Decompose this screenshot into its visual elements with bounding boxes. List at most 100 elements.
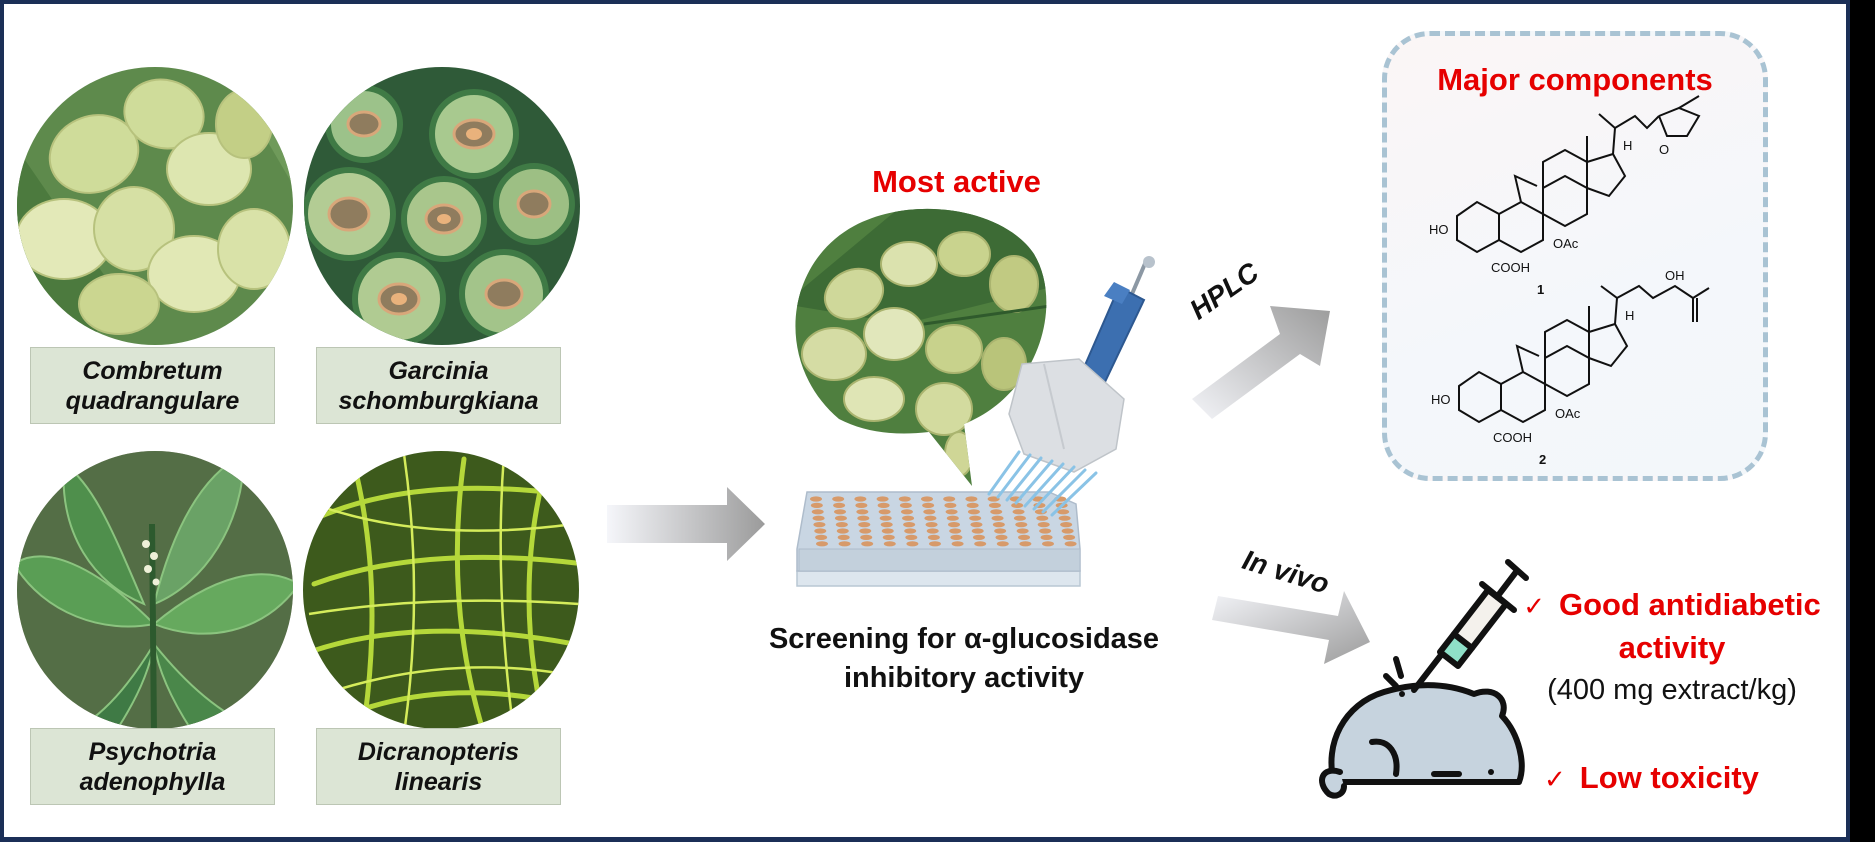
plate-well	[967, 509, 980, 515]
plate-well	[834, 515, 847, 521]
plate-well	[816, 541, 828, 547]
plate-well	[900, 509, 913, 515]
species-name-line2: schomburgkiana	[338, 386, 539, 415]
species-label-garcinia: Garcinia schomburgkiana	[316, 347, 561, 424]
plate-well	[1040, 534, 1053, 541]
compound-1-structure	[1456, 95, 1701, 254]
species-label-dicranopteris: Dicranopteris linearis	[316, 728, 561, 805]
plate-well	[921, 496, 933, 502]
screening-caption-line1: Screening for α-glucosidase	[768, 623, 1160, 655]
compound-2-label-h: H	[1625, 308, 1634, 323]
compound-2-structure	[1458, 284, 1710, 424]
diagram-graphics	[607, 208, 1529, 799]
plate-well	[859, 528, 872, 534]
species-name-line2: quadrangulare	[65, 386, 240, 415]
plate-well	[836, 528, 849, 534]
species-name-line1: Garcinia	[388, 356, 489, 385]
plate-well	[948, 522, 960, 528]
screening-caption: Screening for α-glucosidase inhibitory a…	[704, 620, 1224, 698]
plate-well	[906, 541, 919, 547]
plate-well	[950, 534, 963, 541]
plate-well	[881, 528, 894, 534]
compound-2-number: 2	[1539, 452, 1546, 467]
plate-well	[944, 502, 957, 508]
plate-well	[833, 502, 846, 508]
species-name-line1: Dicranopteris	[357, 737, 520, 766]
plate-well	[1015, 522, 1028, 528]
pipette-tip	[1041, 468, 1087, 514]
plate-well	[990, 509, 1003, 515]
pipette-tip	[996, 453, 1032, 499]
plate-well	[987, 496, 1000, 502]
plate-well	[904, 528, 917, 534]
plate-well	[927, 534, 940, 541]
plate-well	[966, 502, 979, 508]
pipette-tips	[987, 450, 1098, 517]
outcome-antidiabetic-line1: Good antidiabetic	[1559, 587, 1821, 622]
plate-well	[988, 502, 1001, 508]
plate-well	[1063, 534, 1076, 541]
plate-well	[856, 509, 869, 515]
plate-well	[876, 496, 889, 502]
plate-well	[949, 528, 962, 534]
plate-well	[882, 534, 895, 541]
plate-well	[969, 515, 982, 521]
pipette-tip	[1005, 456, 1043, 502]
compound-2-label-cooh: COOH	[1493, 430, 1532, 445]
compound-2-label-ho: HO	[1431, 392, 1451, 407]
plate-well	[813, 522, 826, 528]
plate-well	[970, 522, 983, 528]
plate-well	[951, 541, 964, 547]
plate-well	[1058, 515, 1071, 521]
outcome-antidiabetic: ✓Good antidiabetic activity (400 mg extr…	[1502, 584, 1842, 711]
plate-well	[1012, 509, 1025, 515]
graphical-abstract: Combretum quadrangulare Garcinia schombu…	[4, 4, 1846, 837]
plate-well	[878, 509, 891, 515]
compound-1-number: 1	[1537, 282, 1544, 297]
compound-1-label-cooh: COOH	[1491, 260, 1530, 275]
screening-caption-line2: inhibitory activity	[843, 662, 1085, 694]
plate-well	[834, 509, 847, 515]
outcome-dose: (400 mg extract/kg)	[1547, 674, 1797, 706]
plate-well	[903, 522, 916, 528]
plate-well	[835, 522, 848, 528]
species-name-line2: linearis	[394, 767, 483, 796]
plate-well	[902, 515, 915, 521]
plate-well	[811, 509, 824, 515]
plate-well	[1018, 534, 1031, 541]
well-plate-icon	[796, 491, 1081, 587]
plate-well	[922, 502, 935, 508]
major-components-title: Major components	[1437, 62, 1713, 97]
plate-well	[877, 502, 890, 508]
pipette-tip	[987, 450, 1021, 496]
pipette-tip	[1014, 459, 1054, 505]
plate-well	[832, 496, 845, 502]
major-components-panel: Major components HO COOH OAc H O 1	[1382, 31, 1768, 481]
plate-well	[974, 541, 987, 547]
outcome-low-toxicity-label: Low toxicity	[1579, 760, 1759, 795]
species-label-combretum: Combretum quadrangulare	[30, 347, 275, 424]
plate-well	[923, 509, 936, 515]
plate-wells	[810, 496, 1077, 547]
chemical-structures: HO COOH OAc H O 1 HO COOH OAc	[1429, 95, 1710, 467]
plant-photos	[17, 67, 580, 729]
plate-well	[899, 502, 912, 508]
plate-well	[838, 541, 851, 547]
plate-well	[1013, 515, 1026, 521]
plate-well	[929, 541, 941, 547]
species-label-psychotria: Psychotria adenophylla	[30, 728, 275, 805]
compound-1-label-o: O	[1659, 142, 1669, 157]
plate-well	[858, 522, 871, 528]
plate-well	[1061, 528, 1074, 534]
plate-well	[992, 522, 1005, 528]
plate-well	[837, 534, 850, 541]
plate-well	[971, 528, 984, 534]
plate-well	[814, 528, 827, 534]
plate-well	[1039, 528, 1052, 534]
compound-1-label-h: H	[1623, 138, 1632, 153]
plate-well	[991, 515, 1004, 521]
plate-well	[972, 534, 985, 541]
plate-well	[924, 515, 937, 521]
plate-well	[965, 496, 978, 502]
